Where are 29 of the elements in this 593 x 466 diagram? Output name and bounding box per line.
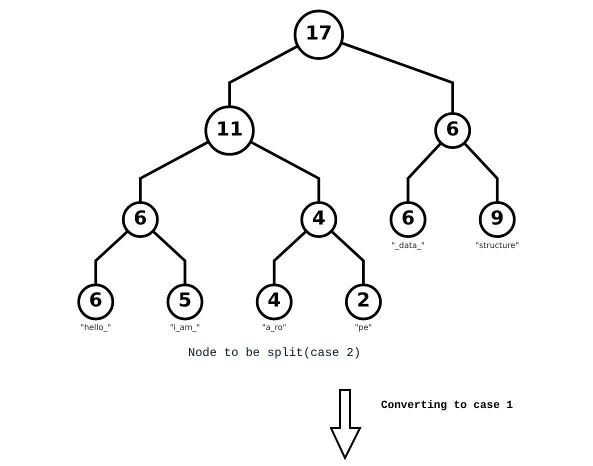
note: Converting to case 1 — [381, 400, 514, 412]
node-circle: 6 — [390, 201, 426, 238]
connector — [250, 140, 320, 203]
node-circle: 11 — [204, 105, 255, 156]
node-caption: "hello_" — [80, 322, 112, 332]
node-caption: "i_am_" — [170, 322, 200, 332]
connector — [272, 230, 308, 285]
connector — [152, 230, 186, 285]
node-circle: 17 — [294, 10, 344, 60]
node-caption: "a_ro" — [262, 322, 286, 332]
connector — [94, 230, 129, 285]
connector — [406, 142, 442, 203]
node-circle: 9 — [478, 201, 516, 238]
node-circle: 2 — [345, 284, 382, 320]
node-circle: 4 — [300, 201, 338, 238]
node-circle: 6 — [77, 284, 114, 320]
node-caption: "pe" — [354, 322, 372, 332]
connector — [463, 142, 499, 203]
note: Node to be split(case 2) — [188, 346, 361, 360]
node-circle: 5 — [166, 284, 204, 320]
connector — [330, 230, 365, 285]
node-caption: "_data_" — [391, 240, 425, 250]
node-circle: 4 — [256, 284, 293, 320]
connector — [340, 41, 454, 114]
node-caption: "structure" — [475, 240, 520, 250]
connector — [138, 140, 210, 203]
node-circle: 6 — [122, 201, 159, 238]
node-circle: 6 — [434, 112, 472, 149]
connector — [228, 44, 299, 107]
